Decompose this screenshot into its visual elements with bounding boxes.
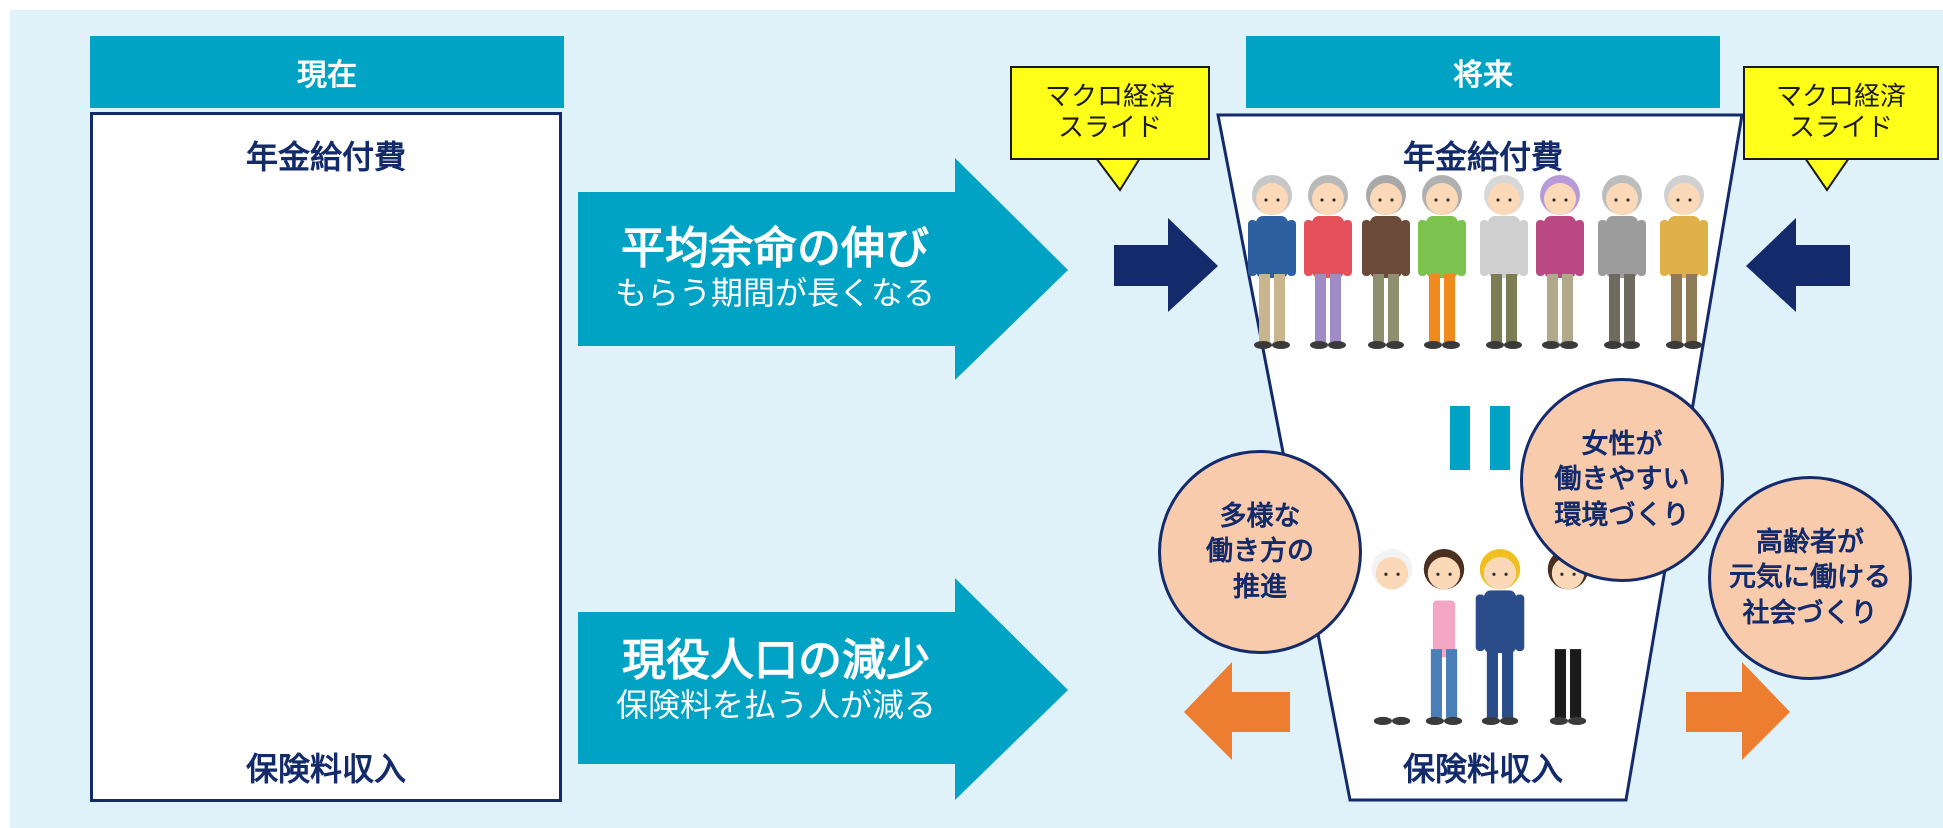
circle-diverse-line-1: 多様な [1219,501,1301,533]
circle-women-line-3: 環境づくり [1554,499,1690,531]
arrow-top-text: 平均余命の伸び もらう期間が長くなる [600,223,950,312]
current-header: 現在 [90,36,564,108]
senior-figure-future-3 [1362,175,1410,349]
current-box [90,112,562,802]
senior-figure-future-8 [1660,175,1708,349]
worker-figure-future-1 [1367,548,1417,726]
arrow-bottom-text: 現役人口の減少 保険料を払う人が減る [596,635,956,724]
future-header: 将来 [1246,36,1720,108]
arrow-population-decline [578,578,1068,800]
navy-arrow-right [1746,218,1850,312]
navy-arrow-left [1114,218,1218,312]
circle-diverse-line-2: 働き方の [1206,536,1314,568]
senior-figure-future-1 [1248,175,1296,349]
equals-bar-future-left [1450,406,1470,470]
worker-figure-future-3 [1475,548,1525,726]
circle-diverse-line-3: 推進 [1233,571,1287,603]
equals-bar-future-right [1490,406,1510,470]
senior-figure-future-4 [1418,175,1466,349]
current-benefits-label: 年金給付費 [245,138,406,176]
arrow-bottom-main: 現役人口の減少 [622,635,930,686]
arrow-top-sub: もらう期間が長くなる [614,273,935,312]
circle-diverse-work: 多様な 働き方の 推進 [1158,450,1362,654]
senior-figure-future-5 [1480,175,1528,349]
orange-arrow-right [1686,662,1790,760]
note-right-line-2: スライド [1788,113,1893,143]
circle-elderly-line-3: 社会づくり [1742,597,1878,629]
arrow-life-expectancy [578,158,1068,380]
seniors-future-group [1248,175,1708,349]
circle-elderly-work: 高齢者が 元気に働ける 社会づくり [1708,476,1912,680]
senior-figure-future-2 [1304,175,1352,349]
future-benefits-label: 年金給付費 [1402,138,1563,176]
macro-slide-note-right: マクロ経済 スライド [1743,66,1939,194]
worker-figure-future-2 [1419,548,1469,726]
senior-figure-future-6 [1536,175,1584,349]
note-left-line-2: スライド [1057,113,1162,143]
macro-slide-note-left: マクロ経済 スライド [1010,66,1210,194]
circle-elderly-line-1: 高齢者が [1756,527,1864,559]
circle-elderly-line-2: 元気に働ける [1729,562,1891,594]
note-box-left: マクロ経済 スライド [1010,66,1210,160]
note-box-right: マクロ経済 スライド [1743,66,1939,160]
note-left-line-1: マクロ経済 [1044,81,1175,112]
circle-women-work: 女性が 働きやすい 環境づくり [1520,378,1724,582]
senior-figure-future-7 [1598,175,1646,349]
note-right-line-1: マクロ経済 [1775,81,1906,112]
arrow-top-main: 平均余命の伸び [621,223,929,274]
current-premium-label: 保険料収入 [245,750,406,788]
future-premium-label: 保険料収入 [1402,750,1563,788]
arrow-bottom-sub: 保険料を払う人が減る [615,685,936,724]
orange-arrow-left [1184,662,1290,760]
circle-women-line-2: 働きやすい [1554,464,1690,496]
circle-women-line-1: 女性が [1581,429,1663,461]
